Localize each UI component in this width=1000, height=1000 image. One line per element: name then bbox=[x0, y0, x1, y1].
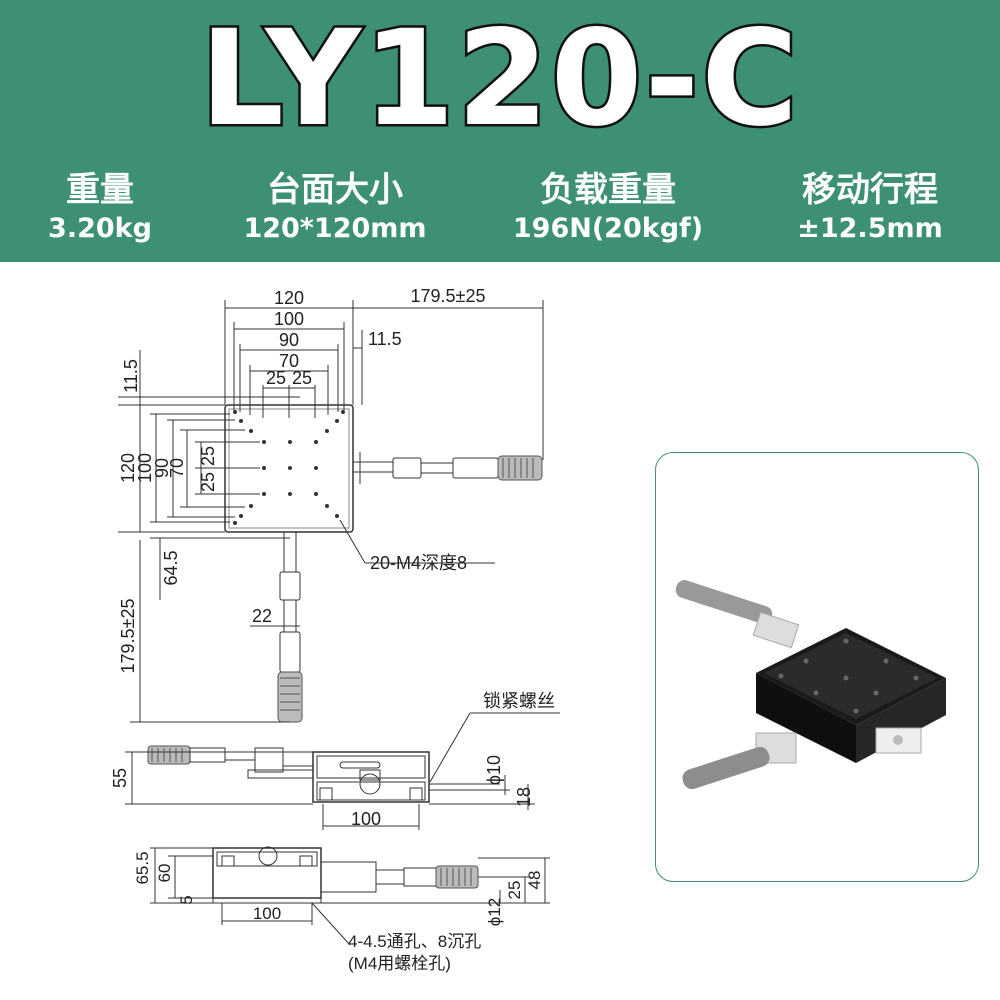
spec-load: 负载重量 196N(20kgf) bbox=[478, 168, 738, 246]
product-title: LY120-C bbox=[197, 2, 801, 157]
spec-travel: 移动行程 ±12.5mm bbox=[750, 168, 990, 246]
spec-table-size: 台面大小 120*120mm bbox=[205, 168, 465, 246]
spec-travel-label: 移动行程 bbox=[802, 170, 938, 210]
dim-120-top: 120 bbox=[274, 288, 304, 308]
dim-100-side: 100 bbox=[253, 904, 281, 923]
spec-weight-value: 3.20kg bbox=[48, 213, 152, 244]
hole-note: 20-M4深度8 bbox=[370, 553, 467, 573]
spec-table-size-label: 台面大小 bbox=[267, 170, 403, 210]
dim-48: 48 bbox=[525, 871, 544, 890]
dim-64-5: 64.5 bbox=[161, 550, 181, 585]
spec-weight-label: 重量 bbox=[66, 170, 134, 210]
dim-phi12: ϕ12 bbox=[485, 898, 504, 926]
product-photo-card bbox=[655, 452, 979, 882]
mount-note-1: 4-4.5通孔、8沉孔 bbox=[348, 932, 481, 951]
spec-travel-value: ±12.5mm bbox=[797, 213, 943, 244]
dim-65-5: 65.5 bbox=[133, 851, 152, 884]
dim-70-left: 70 bbox=[167, 458, 187, 478]
spec-table-size-value: 120*120mm bbox=[243, 213, 427, 244]
header-banner: LY120-C 重量 3.20kg 台面大小 120*120mm 负载重量 19… bbox=[0, 0, 1000, 262]
dim-phi10: ϕ10 bbox=[484, 755, 504, 785]
dim-60: 60 bbox=[155, 864, 174, 883]
dim-25a-top: 25 bbox=[266, 368, 286, 388]
dim-offset-y: 11.5 bbox=[121, 359, 141, 393]
dim-70-top: 70 bbox=[279, 351, 299, 371]
top-view-holes bbox=[233, 410, 345, 525]
dim-100-top: 100 bbox=[274, 309, 304, 329]
dim-25b-top: 25 bbox=[292, 368, 312, 388]
dim-travel-x: 179.5±25 bbox=[411, 286, 486, 306]
dim-90-left: 90 bbox=[152, 458, 172, 478]
lock-screw-label: 锁紧螺丝 bbox=[483, 691, 555, 711]
dim-offset-x: 11.5 bbox=[368, 329, 402, 349]
dim-55: 55 bbox=[110, 768, 130, 788]
dim-22: 22 bbox=[252, 606, 272, 626]
technical-drawing: 120 100 90 70 25 25 179.5±25 11.5 11.5 1… bbox=[110, 286, 560, 973]
spec-load-label: 负载重量 bbox=[540, 170, 676, 210]
dim-100-front: 100 bbox=[351, 809, 381, 829]
dim-120-left: 120 bbox=[118, 453, 138, 483]
mount-note-2: (M4用螺栓孔) bbox=[348, 954, 451, 973]
product-photo bbox=[675, 580, 946, 790]
dim-18: 18 bbox=[514, 787, 534, 807]
side-view bbox=[150, 846, 550, 946]
spec-weight: 重量 3.20kg bbox=[20, 168, 180, 246]
dim-100-left: 100 bbox=[135, 453, 155, 483]
dim-25b-left: 25 bbox=[198, 472, 218, 492]
dim-25-side: 25 bbox=[505, 881, 524, 900]
dim-90-top: 90 bbox=[279, 330, 299, 350]
dim-25a-left: 25 bbox=[198, 446, 218, 466]
dim-travel-y: 179.5±25 bbox=[118, 599, 138, 674]
dim-5: 5 bbox=[177, 895, 196, 904]
spec-load-value: 196N(20kgf) bbox=[512, 213, 704, 244]
